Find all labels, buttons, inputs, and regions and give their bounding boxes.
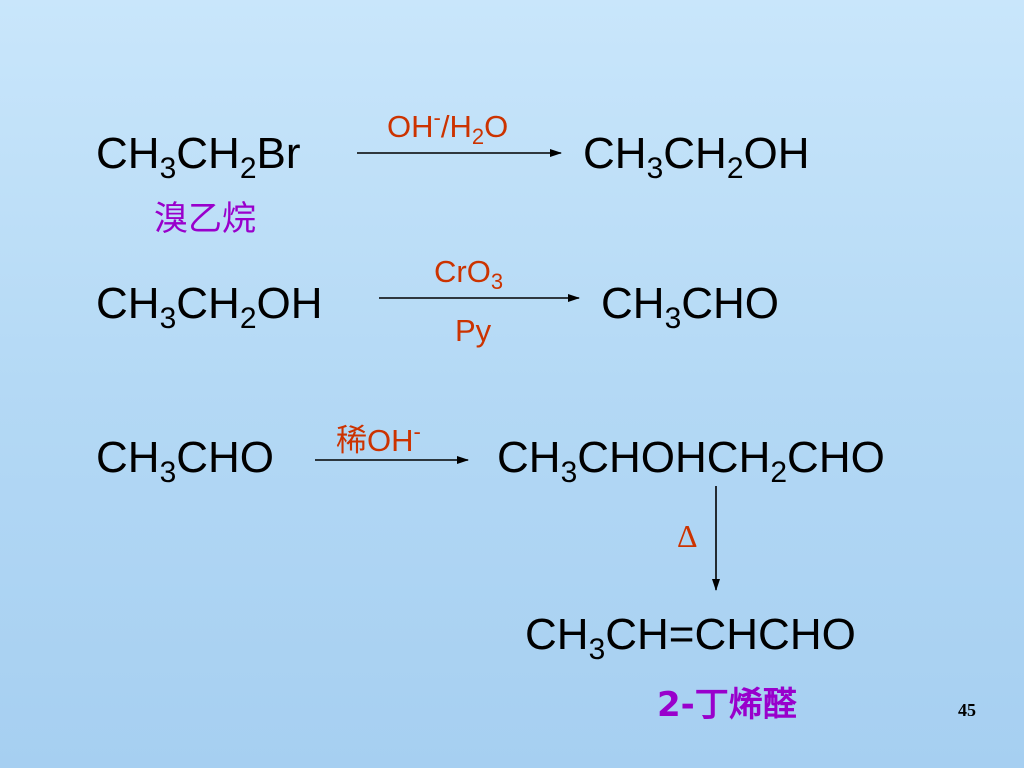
reaction-2-product: CH3CHO <box>601 279 780 335</box>
reaction-3-product: CH3CHOHCH2CHO <box>497 433 885 489</box>
reaction-1-reactant: CH3CH2Br <box>96 129 301 185</box>
reaction-2-reactant: CH3CH2OH <box>96 279 323 335</box>
reaction-2-condition-below: Py <box>455 313 492 348</box>
reaction-4-product: CH3CH=CHCHO <box>525 610 856 666</box>
reaction-1-condition: OH-/H2O <box>387 105 509 149</box>
reaction-1-product: CH3CH2OH <box>583 129 810 185</box>
product-name-2-butenal: 2-丁烯醛 <box>657 685 797 725</box>
reactant-name-bromoethane: 溴乙烷 <box>154 199 256 239</box>
page-number: 45 <box>958 700 976 720</box>
reaction-2-condition-above: CrO3 <box>434 254 504 294</box>
reaction-3-reactant: CH3CHO <box>96 433 275 489</box>
reaction-3-condition: 稀OH- <box>336 419 421 458</box>
heat-delta-symbol: Δ <box>677 518 698 554</box>
